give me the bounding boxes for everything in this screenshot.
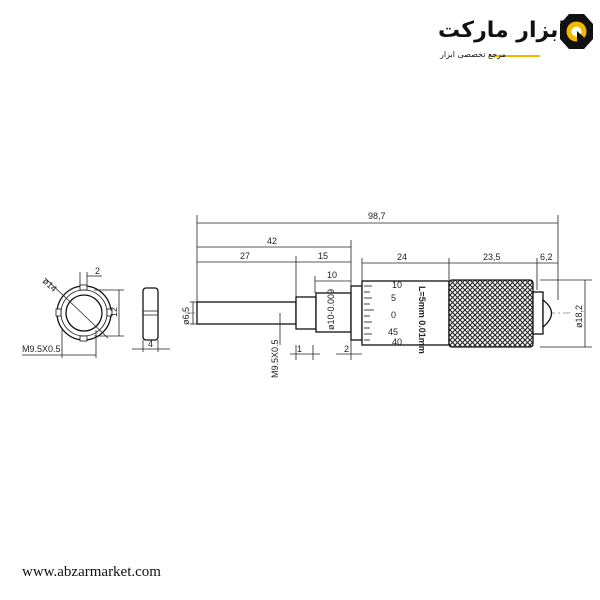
dimension-lines xyxy=(190,215,592,360)
website-url[interactable]: www.abzarmarket.com xyxy=(22,564,161,580)
dim-spindle-dia: ø6,5 xyxy=(181,307,191,325)
nut-front-view xyxy=(44,272,124,358)
scale-0: 0 xyxy=(391,310,396,320)
sleeve xyxy=(315,292,352,333)
logo-tagline: مرجع تخصصی ابزار xyxy=(440,50,506,59)
scale-5: 5 xyxy=(391,293,396,303)
logo-text: ابزار مارکت xyxy=(438,18,566,43)
dim-gap-2: 2 xyxy=(344,344,349,354)
thimble-bevel xyxy=(350,285,363,341)
nut-height: 12 xyxy=(109,307,119,317)
dim-thread: M9.5X0.5 xyxy=(270,339,280,378)
nut-thickness: 4 xyxy=(148,339,153,349)
scale-45: 45 xyxy=(388,327,398,337)
nut-slot: 2 xyxy=(95,266,100,276)
knurled-ratchet xyxy=(448,279,534,348)
end-cap xyxy=(532,291,544,335)
thread-collar xyxy=(295,296,317,330)
spindle xyxy=(196,301,297,325)
nut-thread: M9.5X0.5 xyxy=(22,344,61,354)
logo-icon xyxy=(560,14,593,49)
thimble-graduations xyxy=(364,285,374,341)
scale-label: L=5mm 0.01mm xyxy=(417,286,427,354)
dim-42: 42 xyxy=(267,236,277,246)
dim-thimble-dia: ø18,2 xyxy=(574,305,584,328)
dim-10: 10 xyxy=(327,270,337,280)
scale-40: 40 xyxy=(392,337,402,347)
dim-23-5: 23,5 xyxy=(483,252,501,262)
dim-sleeve-dia: ø10-0.009 xyxy=(326,289,336,330)
nut-dia: ø14 xyxy=(41,276,59,294)
nut-side-view xyxy=(132,287,170,352)
dim-27: 27 xyxy=(240,251,250,261)
dim-15: 15 xyxy=(318,251,328,261)
dim-6-2: 6,2 xyxy=(540,252,553,262)
scale-10: 10 xyxy=(392,280,402,290)
dim-overall: 98,7 xyxy=(368,211,386,221)
dim-24: 24 xyxy=(397,252,407,262)
thimble xyxy=(361,280,450,346)
dim-gap-1: 1 xyxy=(297,344,302,354)
ratchet-knob xyxy=(542,298,553,329)
